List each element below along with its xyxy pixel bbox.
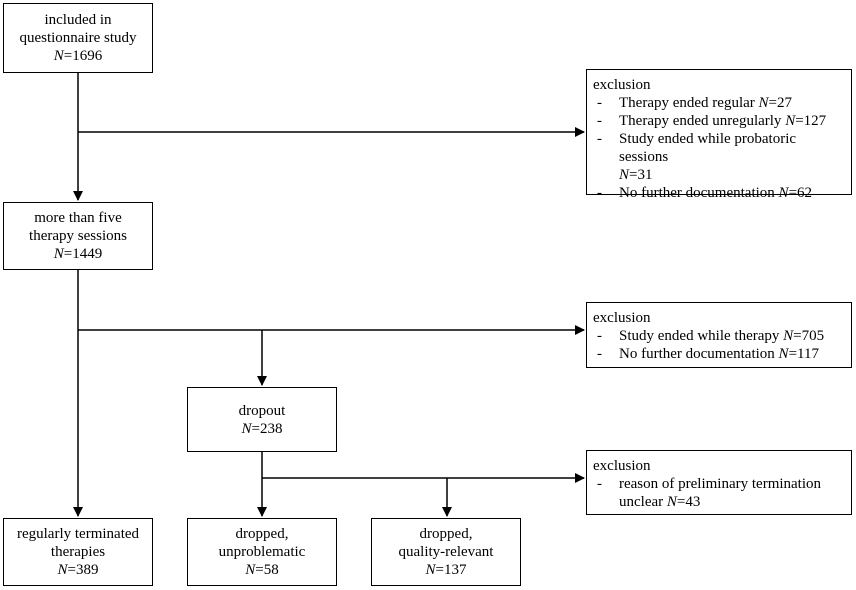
box-included: included in questionnaire study N=1696 [3, 3, 153, 73]
box-more-than-five-line-1: more than five [34, 210, 122, 226]
box-quality-line-2: quality-relevant [398, 544, 494, 560]
box-more-than-five-line-2: therapy sessions [29, 228, 127, 244]
box-quality-relevant: dropped, quality-relevant N=137 [371, 518, 521, 586]
exclusion-1-title: exclusion [593, 77, 651, 93]
exclusion-2-title: exclusion [593, 310, 651, 326]
exclusion-1-item: Therapy ended regular N=27 [593, 94, 845, 112]
box-quality-line-1: dropped, [419, 526, 473, 542]
exclusion-3-title: exclusion [593, 458, 651, 474]
box-unproblematic-line-1: dropped, [235, 526, 289, 542]
box-regular-count: N=389 [57, 562, 99, 578]
box-included-line-1: included in [44, 12, 112, 28]
box-regular: regularly terminated therapies N=389 [3, 518, 153, 586]
box-dropout-count: N=238 [241, 420, 283, 437]
exclusion-box-2: exclusion Study ended while therapy N=70… [586, 302, 852, 368]
box-quality-count: N=137 [425, 562, 467, 578]
box-included-line-2: questionnaire study [19, 30, 137, 46]
box-dropout-line-1: dropout [238, 402, 286, 419]
box-regular-line-2: therapies [50, 544, 106, 560]
exclusion-1-item: Study ended while probatoric sessionsN=3… [593, 130, 845, 184]
exclusion-1-item: No further documentation N=62 [593, 184, 845, 202]
box-included-count: N=1696 [53, 48, 103, 64]
box-regular-line-1: regularly terminated [16, 526, 140, 542]
exclusion-box-1: exclusion Therapy ended regular N=27 The… [586, 69, 852, 202]
box-more-than-five: more than five therapy sessions N=1449 [3, 202, 153, 270]
exclusion-2-item: Study ended while therapy N=705 [593, 327, 845, 345]
exclusion-box-3: exclusion reason of preliminary terminat… [586, 450, 852, 515]
box-more-than-five-count: N=1449 [53, 246, 103, 262]
exclusion-3-item: reason of preliminary terminationunclear… [593, 475, 845, 511]
box-dropout: dropout N=238 [187, 387, 337, 452]
exclusion-2-item: No further documentation N=117 [593, 345, 845, 363]
box-unproblematic-line-2: unproblematic [218, 544, 306, 560]
exclusion-1-item: Therapy ended unregularly N=127 [593, 112, 845, 130]
box-unproblematic-count: N=58 [245, 562, 279, 578]
box-unproblematic: dropped, unproblematic N=58 [187, 518, 337, 586]
